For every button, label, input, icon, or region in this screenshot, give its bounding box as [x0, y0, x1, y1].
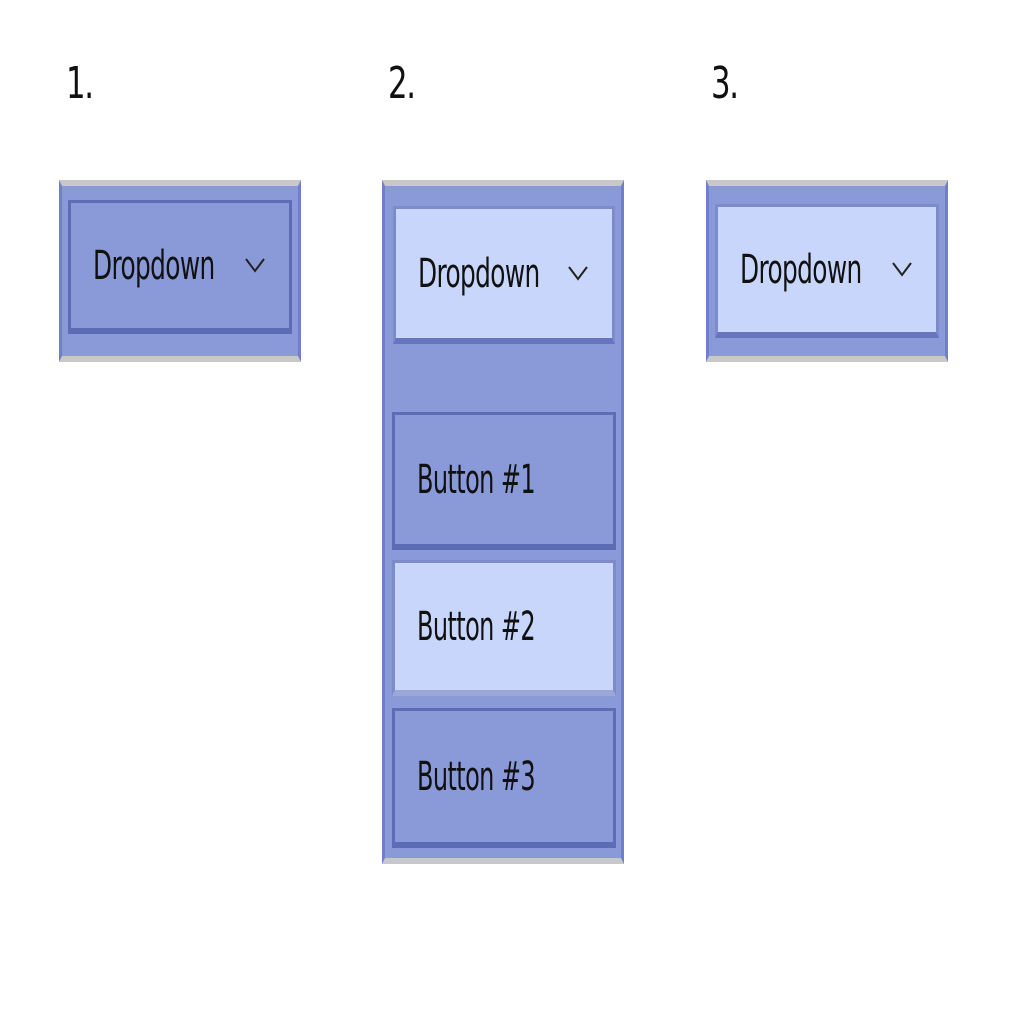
dropdown-label: Dropdown [93, 242, 215, 289]
step-3-dropdown-frame: Dropdown [706, 180, 948, 362]
chevron-down-icon [892, 261, 912, 277]
step-1-dropdown-button[interactable]: Dropdown [68, 200, 292, 334]
step-2-dropdown-frame: Dropdown Button #1 Button #2 Button #3 [382, 180, 624, 864]
menu-item-label: Button #3 [417, 753, 536, 800]
step-1-number: 1. [66, 58, 94, 109]
chevron-down-icon [245, 257, 265, 273]
menu-item-label: Button #2 [417, 603, 536, 650]
step-2-number: 2. [388, 58, 416, 109]
step-2-dropdown-button[interactable]: Dropdown [393, 206, 615, 344]
chevron-down-icon [568, 265, 588, 281]
menu-item-button-3[interactable]: Button #3 [392, 708, 616, 848]
menu-item-button-2[interactable]: Button #2 [392, 560, 616, 696]
step-1-dropdown-frame: Dropdown [59, 180, 301, 362]
dropdown-label: Dropdown [418, 250, 540, 297]
dropdown-label: Dropdown [740, 246, 862, 293]
step-3-number: 3. [711, 58, 739, 109]
menu-item-button-1[interactable]: Button #1 [392, 412, 616, 550]
menu-item-label: Button #1 [417, 456, 536, 503]
step-3-dropdown-button[interactable]: Dropdown [715, 204, 939, 338]
